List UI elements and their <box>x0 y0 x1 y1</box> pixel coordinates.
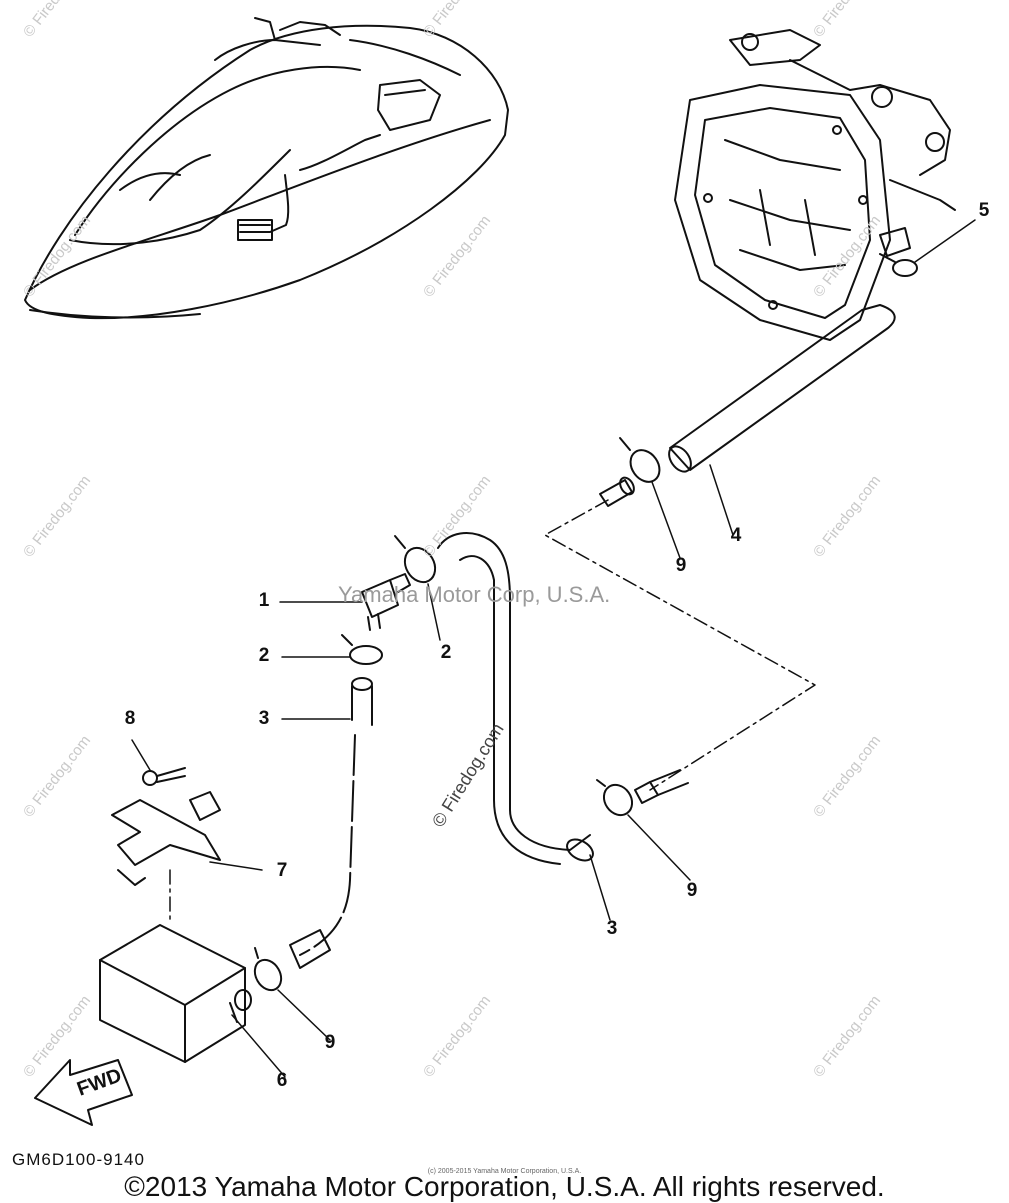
screw-8 <box>142 767 186 786</box>
copyright-notice: ©2013 Yamaha Motor Corporation, U.S.A. A… <box>124 1171 885 1202</box>
clamp-9-right <box>596 779 634 817</box>
watercraft-hull-illustration <box>24 17 509 320</box>
callout-2-lower: 2 <box>258 645 270 666</box>
callout-1: 1 <box>258 590 270 611</box>
part-number: GM6D100-9140 <box>12 1150 145 1169</box>
callout-9-lower: 9 <box>324 1032 336 1053</box>
watermark-corp: Yamaha Motor Corp, U.S.A. <box>338 582 611 607</box>
callout-3-left: 3 <box>258 708 270 729</box>
hose-3-upper <box>437 532 594 865</box>
callout-5: 5 <box>978 200 990 221</box>
clamp-2-lower <box>341 634 383 665</box>
clamp-2-upper <box>394 535 437 584</box>
small-copyright: (c) 2005-2015 Yamaha Motor Corporation, … <box>427 1168 582 1175</box>
clamp-9-lower-left <box>253 947 283 992</box>
bracket-7 <box>111 791 221 886</box>
clamp-9-upper <box>619 437 661 483</box>
jet-pump-housing-illustration <box>674 29 956 341</box>
callout-3-right: 3 <box>606 918 618 939</box>
callout-9-right: 9 <box>686 880 698 901</box>
guide-lines <box>169 499 816 921</box>
callout-4: 4 <box>730 525 742 546</box>
fitting-right <box>634 769 689 804</box>
box-6 <box>99 924 252 1063</box>
fwd-arrow <box>34 1059 133 1126</box>
fwd-arrow-label: FWD <box>74 1064 124 1100</box>
callout-2-upper: 2 <box>440 642 452 663</box>
callout-7: 7 <box>276 860 288 881</box>
callout-8: 8 <box>124 708 136 729</box>
valve-1 <box>361 573 411 631</box>
hose-4 <box>668 304 896 473</box>
hose-3-lower <box>289 677 373 969</box>
leader-lines <box>131 219 976 1078</box>
callout-6: 6 <box>276 1070 288 1091</box>
clamp-5 <box>879 253 918 277</box>
callout-9-upper: 9 <box>675 555 687 576</box>
